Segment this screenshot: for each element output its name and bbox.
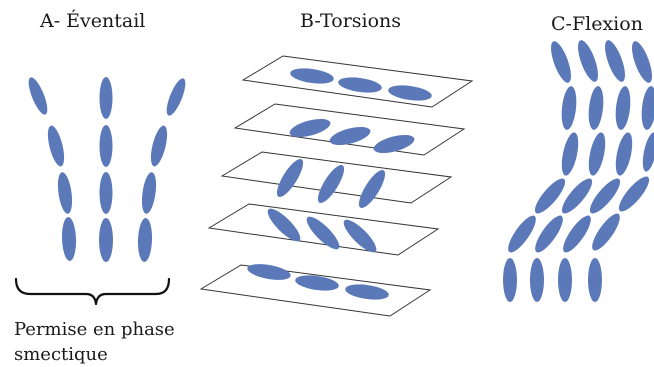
molecule [338,77,382,93]
molecule [47,125,65,167]
curly-brace [14,277,171,306]
molecule [276,158,304,198]
caption-note: Permise en phase smectique [14,317,175,367]
molecule [345,284,389,300]
molecule [592,213,620,251]
panel-a-splay [28,77,186,262]
molecule [289,118,331,138]
molecule [99,172,113,214]
molecule [632,41,652,83]
molecule [150,125,168,167]
molecule [373,134,415,154]
molecule [561,178,593,214]
molecule [534,178,566,214]
molecule [503,258,517,302]
molecule [267,208,301,242]
molecule [561,132,579,176]
molecule [295,275,339,291]
molecule [615,132,633,176]
molecule [358,169,386,209]
molecule [561,86,577,130]
caption-line-1: Permise en phase [14,319,175,340]
caption-line-2: smectique [14,344,108,365]
molecule [166,78,186,116]
molecule [508,215,536,253]
molecule [558,258,572,302]
molecule [615,86,631,130]
molecule [588,258,602,302]
molecule [317,164,345,204]
molecule [563,215,591,253]
layer-plane [199,264,432,317]
molecule [530,258,544,302]
molecule [99,125,113,167]
molecule [588,86,604,130]
molecule [61,217,77,261]
molecule [618,176,650,212]
panel-b-title: B-Torsions [300,10,402,32]
molecule [247,264,291,280]
molecule [589,178,621,214]
panel-c-title: C-Flexion [551,13,643,35]
molecule [641,86,654,130]
panel-c-bend [503,40,654,302]
molecule [588,132,606,176]
panel-b-twist [199,55,474,317]
molecule [141,172,157,214]
molecule [605,40,625,82]
molecule [388,85,432,101]
molecule [343,219,377,253]
molecule [137,218,153,262]
molecule [551,41,571,83]
molecule [306,216,340,250]
molecule [535,215,563,253]
molecule [578,40,598,82]
molecule [28,77,48,115]
molecule [290,68,334,84]
panel-a-title: A- Éventail [40,10,146,32]
molecule [329,126,371,146]
molecule [99,77,113,119]
molecule [57,172,73,214]
molecule [642,132,654,172]
molecule [99,218,113,262]
